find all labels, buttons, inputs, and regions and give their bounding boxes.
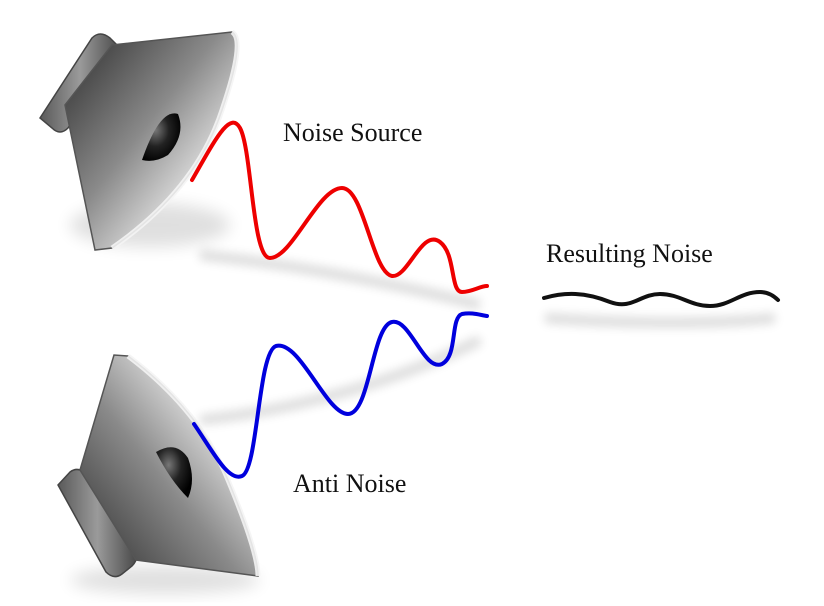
resulting-noise-wave (542, 289, 780, 309)
speaker-top (39, 29, 240, 251)
speaker-bottom (57, 354, 261, 594)
speaker-icon (57, 354, 261, 578)
anti-noise-label: Anti Noise (293, 469, 407, 498)
resulting-noise-label: Resulting Noise (546, 239, 713, 268)
speaker-icon (39, 29, 240, 251)
noise-source-wave (190, 120, 489, 295)
noise-source-label: Noise Source (283, 118, 423, 147)
anti-noise-wave (192, 311, 489, 479)
wave-shadows (199, 250, 776, 425)
